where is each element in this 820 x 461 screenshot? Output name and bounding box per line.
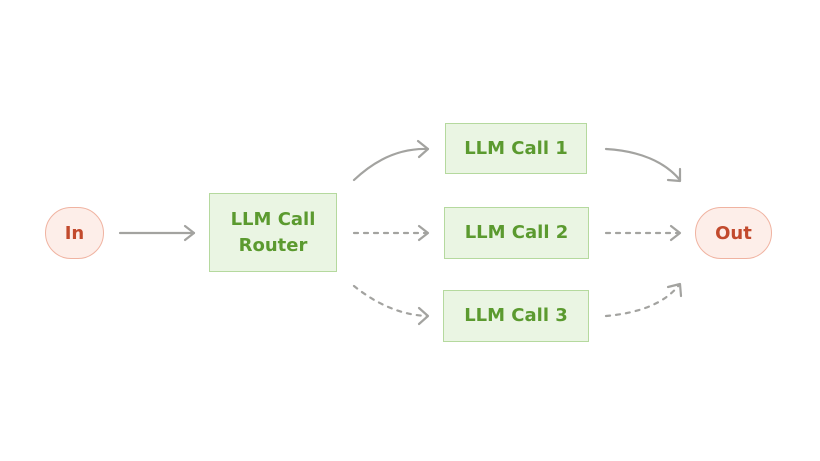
arrowhead-call-2-to-out	[669, 224, 682, 242]
input-node: In	[45, 207, 104, 259]
router-node: LLM Call Router	[209, 193, 337, 272]
arrowhead-router-to-call-1	[416, 139, 430, 159]
arrowhead-call-1-to-out	[666, 167, 682, 183]
input-node-label: In	[64, 222, 85, 244]
router-node-label-line-2: Router	[238, 234, 308, 256]
edge-router-to-call-1	[352, 147, 430, 182]
llm-call-1-node: LLM Call 1	[445, 123, 587, 174]
edge-call-3-to-out	[604, 283, 681, 318]
edge-call-1-to-out	[604, 147, 682, 182]
llm-call-3-label: LLM Call 3	[464, 305, 568, 326]
llm-call-2-node: LLM Call 2	[444, 207, 589, 259]
arrowhead-call-3-to-out	[666, 282, 683, 298]
llm-call-1-label: LLM Call 1	[464, 137, 568, 159]
llm-call-2-label: LLM Call 2	[464, 222, 569, 243]
arrowhead-router-to-call-3	[417, 306, 430, 326]
output-node-label: Out	[715, 222, 752, 244]
output-node: Out	[695, 207, 772, 259]
router-node-label-line-1: LLM Call	[230, 208, 316, 230]
edge-router-to-call-3	[352, 284, 429, 318]
arrowhead-router-to-call-2	[417, 224, 430, 242]
arrowhead-in-to-router	[183, 224, 196, 242]
llm-call-3-node: LLM Call 3	[443, 290, 589, 342]
